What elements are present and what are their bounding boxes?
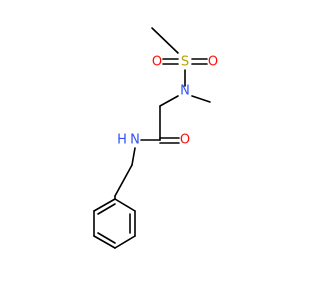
sulfonyl-oxygen-right-label: O [208, 55, 218, 70]
sulfur-label: S [181, 55, 189, 70]
sulfonyl-oxygen-left-label: O [152, 55, 162, 70]
amide-hydrogen-label: H [117, 133, 127, 148]
carbonyl-oxygen-label: O [180, 133, 190, 148]
amide-nitrogen-label: N [130, 133, 140, 148]
molecule-structure: S O O N H N O [93, 27, 218, 249]
bond-nitrogen-methylene [159, 95, 179, 107]
bond-ethyl-chain [114, 164, 133, 197]
bond-nitrogen-methyl [191, 95, 211, 103]
bond-amide-nitrogen-ethyl [131, 147, 136, 166]
bond-methyl-sulfur [151, 27, 179, 54]
sulfonamide-nitrogen-label: N [180, 84, 190, 99]
benzene-ring [93, 198, 136, 249]
